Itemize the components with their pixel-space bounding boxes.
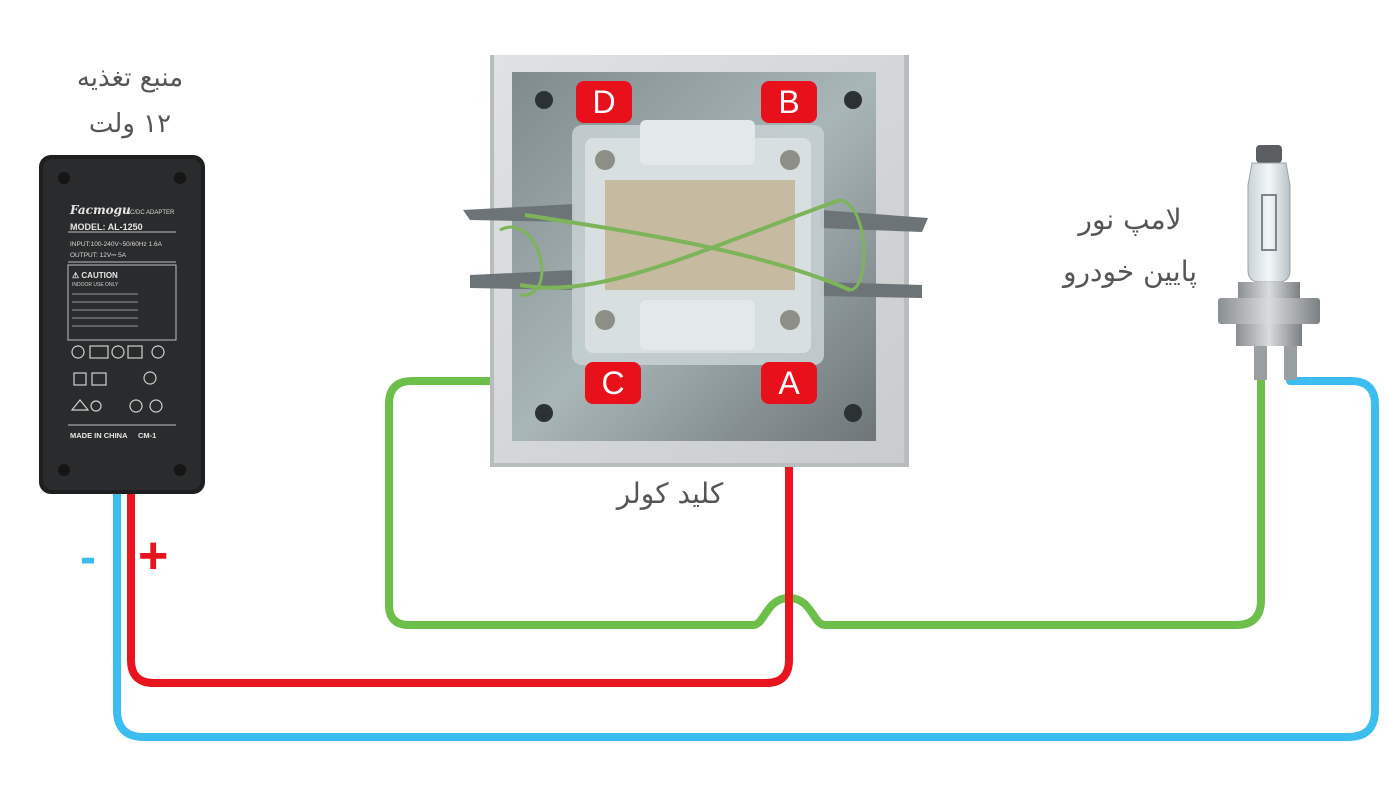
red-wire — [127, 399, 793, 687]
adapter-made-in: MADE IN CHINA — [70, 431, 128, 440]
plus-sign: + — [138, 527, 169, 585]
lamp-label-line2: پایین خودرو — [1062, 255, 1198, 288]
switch-label: کلید کولر — [616, 477, 724, 510]
adapter-brand: Facmogu — [69, 203, 131, 217]
lamp-bulb — [1218, 145, 1320, 380]
green-wire — [385, 356, 1265, 629]
adapter-output: OUTPUT: 12V⎓ 5A — [70, 252, 127, 259]
power-adapter: Facmogu AC/DC ADAPTER MODEL: AL-1250 INP… — [39, 155, 205, 494]
adapter-input: INPUT:100-240V~50/60Hz 1.6A — [70, 241, 163, 248]
terminal-b: B — [761, 81, 817, 123]
adapter-model: MODEL: AL-1250 — [70, 222, 143, 232]
power-supply-voltage-label: ۱۲ ولت — [88, 109, 172, 139]
adapter-indoor: INDOOR USE ONLY — [72, 282, 119, 288]
adapter-caution: ⚠ CAUTION — [72, 271, 118, 280]
power-supply-label: منبع تغذیه — [76, 63, 184, 93]
adapter-code: CM-1 — [138, 431, 156, 440]
adapter-type: AC/DC ADAPTER — [126, 210, 175, 216]
minus-sign: - — [80, 531, 96, 584]
terminal-c: C — [585, 362, 641, 404]
lamp-label-line1: لامپ نور — [1078, 203, 1182, 236]
terminal-a: A — [761, 362, 817, 404]
blue-wire — [113, 356, 1379, 741]
cooler-switch — [463, 55, 928, 467]
terminal-d: D — [576, 81, 632, 123]
